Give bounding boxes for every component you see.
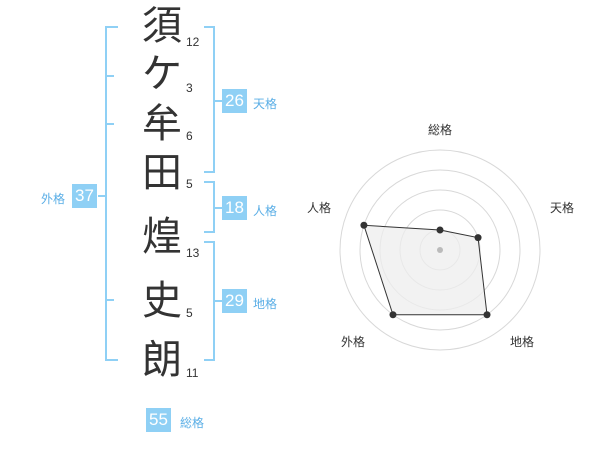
radar-point-3 <box>483 311 491 319</box>
chikaku-label: 地格 <box>253 297 278 311</box>
tenkaku-label: 天格 <box>253 97 278 111</box>
name-char-6: 史 <box>142 278 182 324</box>
jinkaku-label: 人格 <box>253 204 278 218</box>
radar-point-2 <box>474 234 482 242</box>
gaikaku-badge: 37 <box>72 184 97 208</box>
name-char-1: 須 <box>142 3 182 49</box>
stroke-count-7: 11 <box>186 366 199 380</box>
radar-ring-5 <box>339 149 541 351</box>
radar-label-gaikaku: 外格 <box>341 335 366 349</box>
radar-point-4 <box>389 311 397 319</box>
radar-point-1 <box>436 226 444 234</box>
name-char-2: ケ <box>142 51 182 97</box>
radar-shape <box>363 224 488 316</box>
radar-label-jinkaku: 人格 <box>307 201 332 215</box>
tenkaku-badge: 26 <box>222 89 247 113</box>
radar-ring-4 <box>359 169 521 331</box>
radar-label-soukaku: 総格 <box>428 123 453 137</box>
name-char-7: 朗 <box>142 337 182 383</box>
radar-label-chikaku: 地格 <box>510 335 535 349</box>
stroke-count-5: 13 <box>186 246 200 260</box>
soukaku-badge: 55 <box>146 408 171 432</box>
stroke-count-3: 6 <box>186 129 193 143</box>
chikaku-badge: 29 <box>222 289 247 313</box>
radar-point-5 <box>360 221 368 229</box>
stroke-count-2: 3 <box>186 81 193 95</box>
radar-center-dot <box>437 247 443 253</box>
stroke-count-4: 5 <box>186 177 193 191</box>
name-char-4: 田 <box>142 150 182 196</box>
gaikaku-label: 外格 <box>41 192 66 206</box>
radar-label-tenkaku: 天格 <box>550 201 575 215</box>
jinkaku-badge: 18 <box>222 196 247 220</box>
stroke-count-1: 12 <box>186 35 200 49</box>
name-char-3: 牟 <box>142 101 182 147</box>
stroke-count-6: 5 <box>186 306 193 320</box>
soukaku-label: 総格 <box>180 416 205 430</box>
name-char-5: 煌 <box>142 214 182 260</box>
